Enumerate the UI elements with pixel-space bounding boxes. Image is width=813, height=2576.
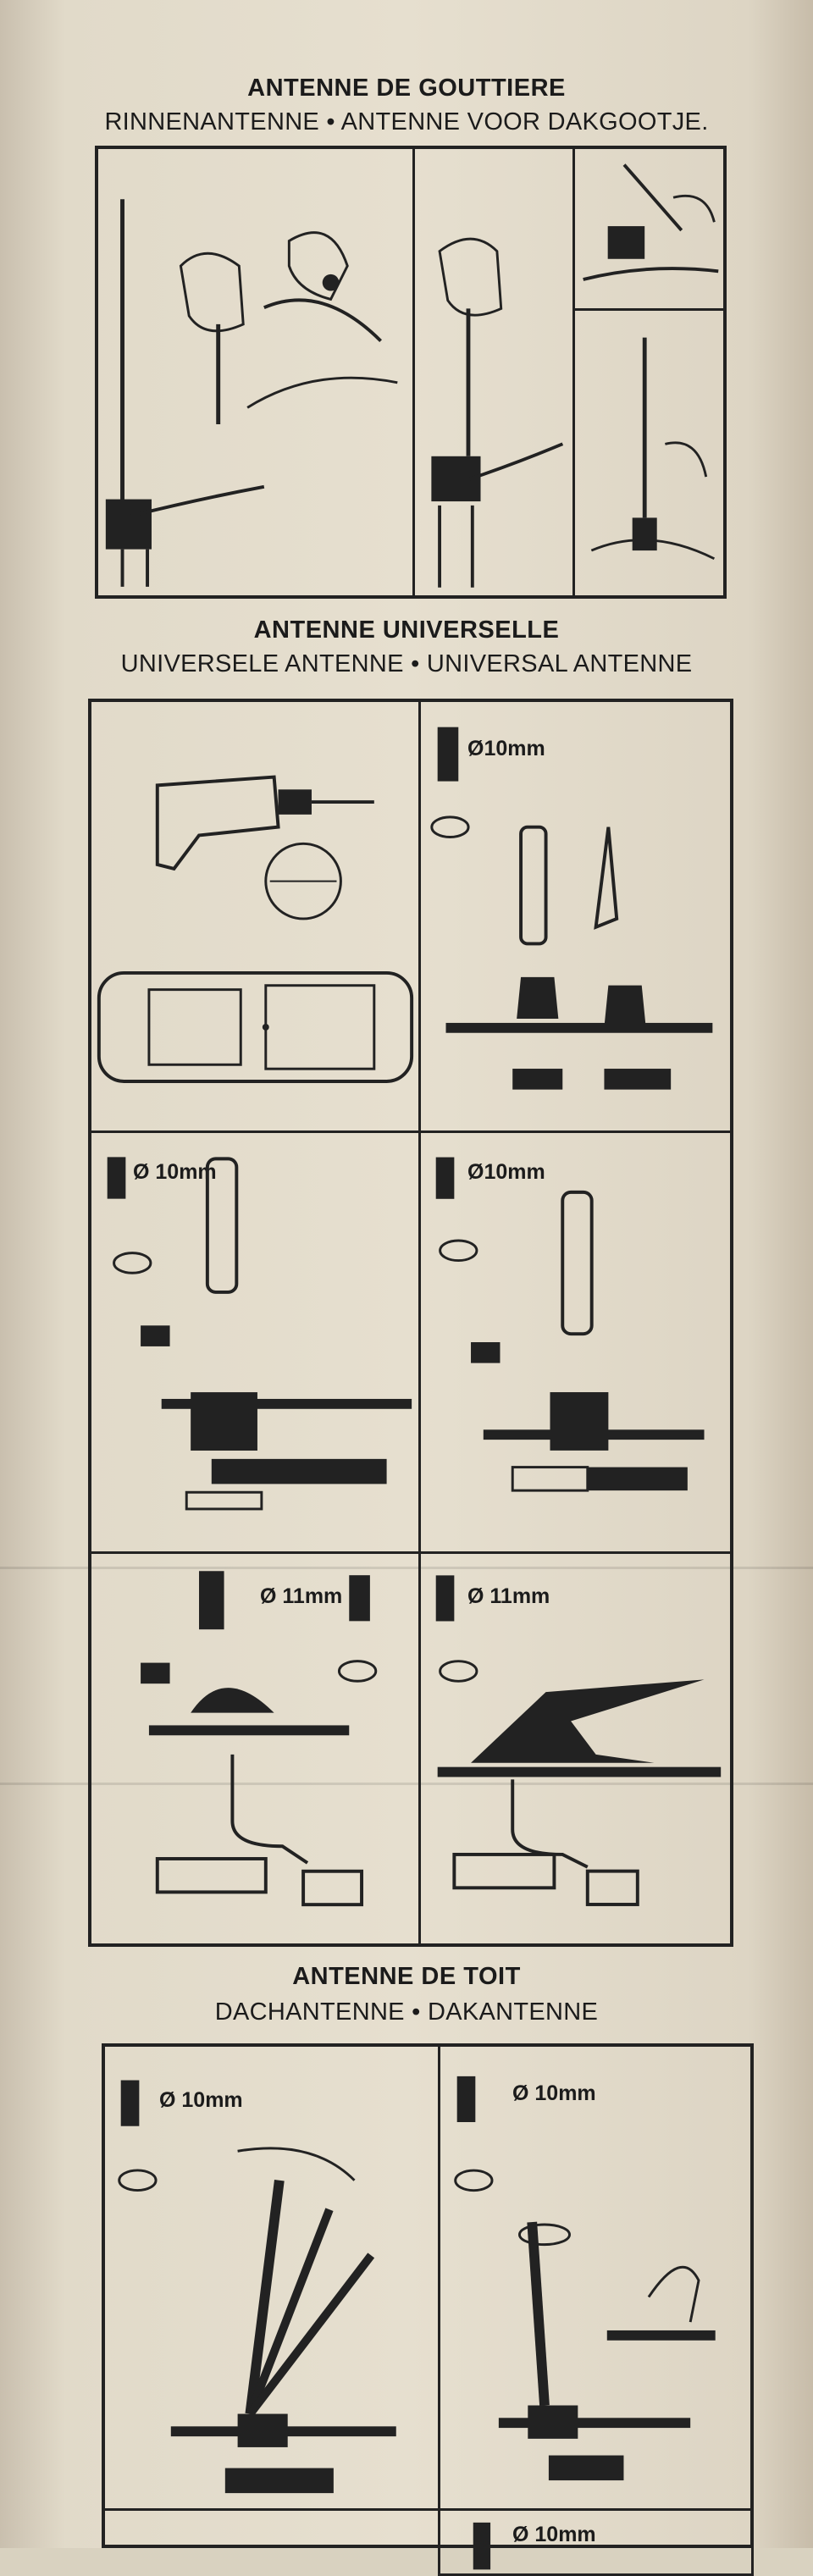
antenna-mount — [118, 2080, 396, 2494]
gutter-step-3 — [572, 146, 727, 311]
gutter-subtitle: RINNENANTENNE • ANTENNE VOOR DAKGOOTJE. — [104, 108, 709, 135]
drill-size-label: Ø 10mm — [512, 2081, 596, 2105]
drill-size-label: Ø 11mm — [260, 1584, 343, 1608]
universal-step-4: Ø10mm — [418, 1130, 733, 1554]
roof-step-3: Ø 10mm — [438, 2508, 754, 2576]
antenna-mount — [435, 1157, 705, 1492]
gutter-step-4 — [572, 308, 727, 599]
cable-connector — [141, 1571, 378, 1907]
drill-bit-icon — [473, 2522, 491, 2570]
universal-step-2: Ø10mm — [418, 699, 733, 1133]
gutter-mast-illustration — [590, 337, 716, 561]
universal-step-6: Ø 11mm — [418, 1551, 733, 1947]
drill-icon — [97, 775, 414, 1083]
roof-title: ANTENNE DE TOIT — [292, 1963, 521, 1990]
drill-size-label: Ø10mm — [467, 737, 545, 760]
universal-step-5: Ø 11mm — [88, 1551, 421, 1947]
universal-step-1 — [88, 699, 421, 1133]
gutter-step-1 — [95, 146, 415, 599]
battery-icon — [301, 1869, 364, 1907]
car-top-view — [97, 970, 414, 1083]
roof-subtitle: DACHANTENNE • DAKANTENNE — [214, 1998, 599, 2026]
gutter-clamp-illustration — [105, 199, 398, 587]
battery-icon — [585, 1869, 639, 1906]
gutter-step-2 — [412, 146, 575, 599]
antenna-mount — [430, 727, 713, 1090]
crimp-tool — [435, 1575, 722, 1906]
drill-size-label: Ø 10mm — [159, 2088, 243, 2112]
gutter-title: ANTENNE DE GOUTTIERE — [247, 75, 566, 102]
roof-step-2: Ø 10mm — [438, 2043, 754, 2511]
universal-step-3: Ø 10mm — [88, 1130, 421, 1554]
fold-crease — [0, 1783, 813, 1785]
gutter-fix-illustration — [583, 163, 719, 281]
drill-size-label: Ø10mm — [467, 1160, 545, 1184]
antenna-mount — [454, 2076, 716, 2481]
drill-size-label: Ø 10mm — [133, 1160, 217, 1184]
gutter-tighten-illustration — [431, 237, 564, 588]
drill-size-label: Ø 10mm — [512, 2523, 596, 2546]
fold-crease — [0, 1567, 813, 1569]
drill-size-label: Ø 11mm — [467, 1584, 550, 1608]
universal-subtitle: UNIVERSELE ANTENNE • UNIVERSAL ANTENNE — [120, 650, 693, 677]
universal-title: ANTENNE UNIVERSELLE — [253, 616, 560, 644]
roof-step-1: Ø 10mm — [102, 2043, 440, 2511]
antenna-mount — [107, 1157, 412, 1511]
